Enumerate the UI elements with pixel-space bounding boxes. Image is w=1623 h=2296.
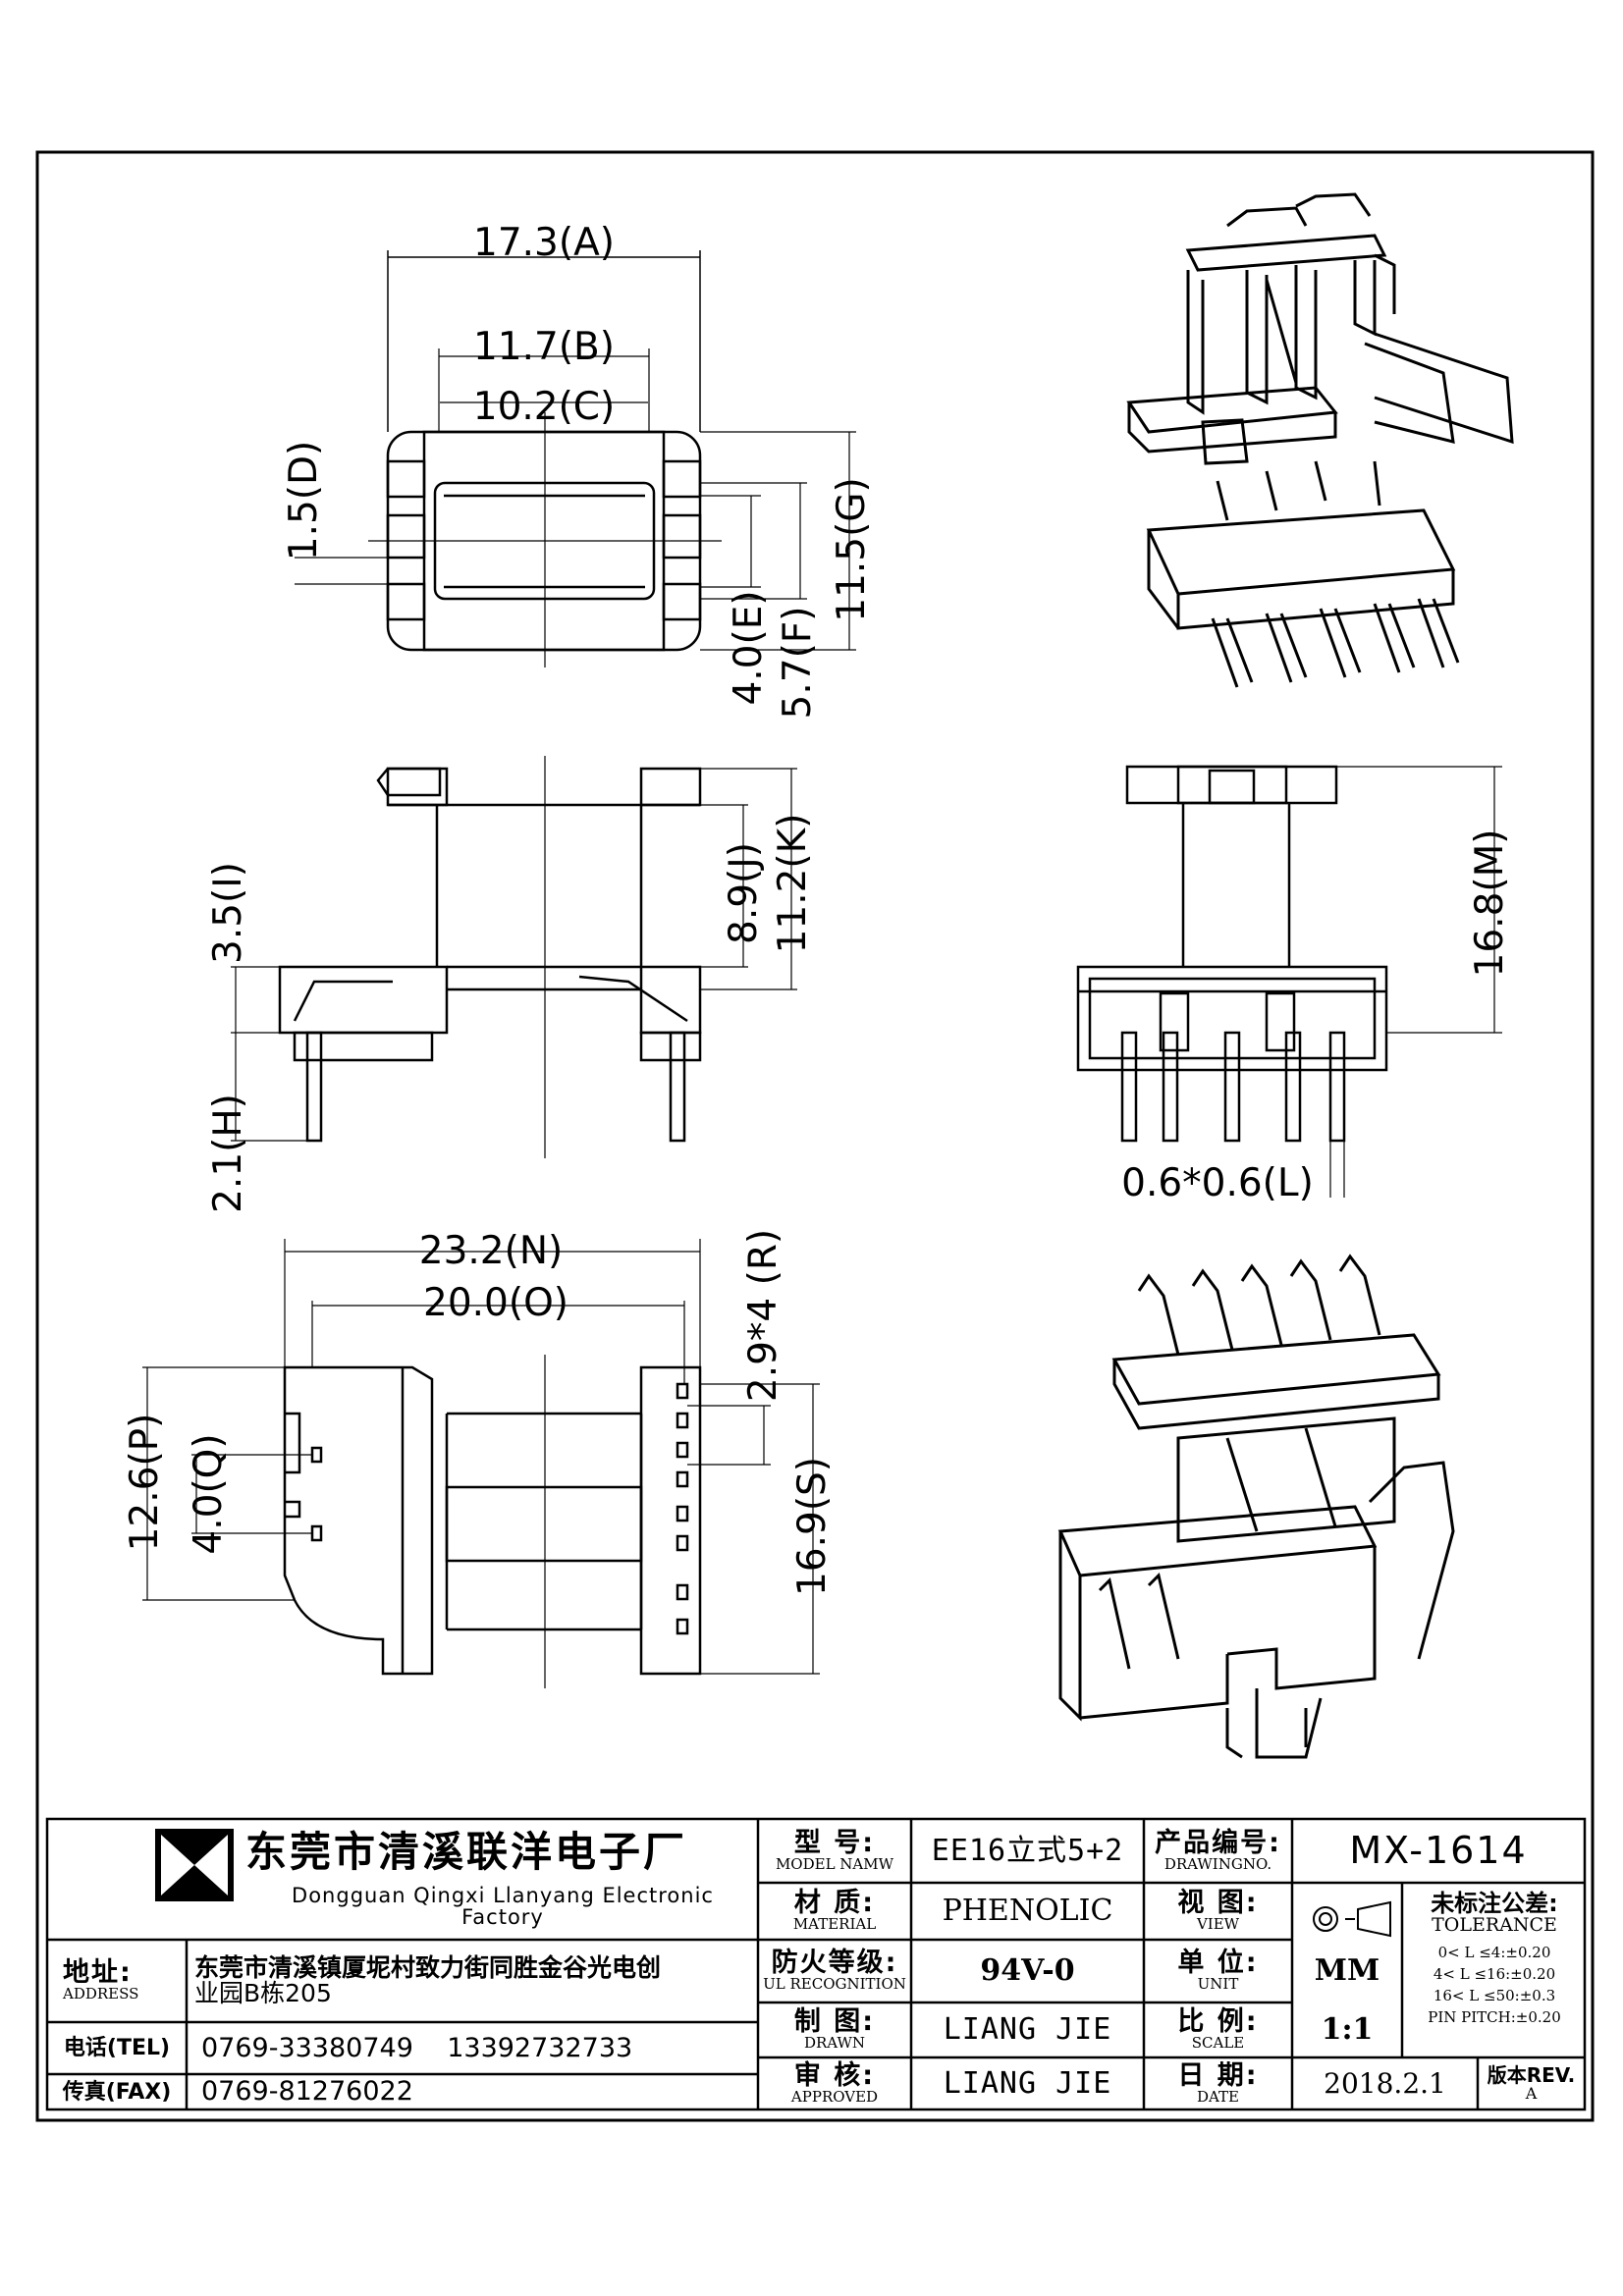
tel-label: 电话(TEL) — [63, 2036, 171, 2061]
iso-view-bottom — [1057, 1254, 1455, 1759]
top-view — [295, 250, 856, 667]
side-view — [1076, 765, 1502, 1198]
address-value: 东莞市清溪镇厦坭村致力街同胜金谷光电创 业园B栋205 — [194, 1944, 754, 2018]
dim-h: 2.1(H) — [206, 1094, 250, 1213]
material-label: 材 质: MATERIAL — [758, 1884, 911, 1939]
tolerance-row: PIN PITCH:±0.20 — [1428, 2008, 1561, 2027]
dim-r: 2.9*4 (R) — [741, 1229, 785, 1402]
fax-label: 传真(FAX) — [62, 2079, 172, 2105]
address-label-en: ADDRESS — [63, 1985, 139, 2003]
title-block-grid — [45, 1817, 1587, 2111]
fax-value: 0769-81276022 — [201, 2076, 413, 2108]
dim-s: 16.9(S) — [790, 1457, 835, 1596]
unit-label: 单 位: UNIT — [1144, 1941, 1292, 2002]
dim-k: 11.2(K) — [771, 814, 815, 954]
drawn-label: 制 图: DRAWN — [758, 2003, 911, 2056]
sheet-border — [35, 150, 1595, 2122]
company-name-cn: 东莞市清溪联洋电子厂 — [245, 1827, 688, 1876]
date-label-en: DATE — [1197, 2088, 1239, 2107]
model-label: 型 号: MODEL NAMW — [758, 1821, 911, 1882]
dim-f: 5.7(F) — [776, 607, 820, 720]
company-logo — [155, 1829, 234, 1901]
dim-b: 11.7(B) — [473, 325, 615, 369]
address-label: 地址: ADDRESS — [47, 1946, 187, 2016]
scale-label: 比 例: SCALE — [1144, 2003, 1292, 2056]
approved-label-en: APPROVED — [790, 2088, 879, 2107]
approved-label: 审 核: APPROVED — [758, 2058, 911, 2109]
dim-a: 17.3(A) — [473, 221, 615, 265]
view-label-en: VIEW — [1196, 1915, 1240, 1934]
dim-o: 20.0(O) — [423, 1281, 568, 1325]
dim-e: 4.0(E) — [727, 590, 771, 705]
company-name-en: Dongguan Qingxi Llanyang Electronic Fact… — [292, 1883, 714, 1929]
tolerance-title-cn: 未标注公差: — [1431, 1890, 1558, 1917]
fire-label-en: UL RECOGNITION — [763, 1975, 906, 1994]
drawingno-value: MX-1614 — [1349, 1829, 1528, 1873]
model-label-en: MODEL NAMW — [775, 1855, 894, 1874]
drawn-value: LIANG JIE — [943, 2012, 1112, 2048]
scale-label-en: SCALE — [1191, 2034, 1245, 2053]
dim-d: 1.5(D) — [282, 441, 326, 561]
fire-label-cn: 防火等级: — [771, 1947, 898, 1978]
dim-q: 4.0(Q) — [187, 1433, 231, 1554]
dim-g: 11.5(G) — [830, 477, 874, 622]
dim-l: 0.6*0.6(L) — [1121, 1161, 1314, 1205]
dim-c: 10.2(C) — [473, 385, 616, 429]
bottom-view — [142, 1239, 820, 1688]
front-view — [231, 756, 797, 1158]
scale-value: 1:1 — [1321, 2012, 1374, 2048]
tolerance-block: 未标注公差: TOLERANCE 0< L ≤4:±0.20 4< L ≤16:… — [1404, 1886, 1585, 2055]
unit-label-cn: 单 位: — [1177, 1947, 1259, 1978]
material-label-en: MATERIAL — [792, 1915, 877, 1934]
view-label-cn: 视 图: — [1177, 1887, 1259, 1918]
date-value: 2018.2.1 — [1324, 2067, 1446, 2101]
fire-label: 防火等级: UL RECOGNITION — [758, 1941, 911, 2002]
address-line2: 业园B栋205 — [194, 1979, 332, 2007]
drawingno-label: 产品编号: DRAWINGNO. — [1144, 1821, 1292, 1882]
tolerance-row: 4< L ≤16:±0.20 — [1433, 1965, 1556, 1984]
dim-p: 12.6(P) — [123, 1414, 167, 1552]
dim-j: 8.9(J) — [722, 842, 766, 944]
scale-label-cn: 比 例: — [1177, 2005, 1259, 2037]
unit-value: MM — [1314, 1953, 1380, 1989]
drawingno-label-cn: 产品编号: — [1155, 1827, 1281, 1858]
dim-i: 3.5(I) — [206, 862, 250, 964]
tolerance-row: 16< L ≤50:±0.3 — [1433, 1987, 1556, 2005]
drawingno-label-en: DRAWINGNO. — [1163, 1855, 1272, 1874]
address-line1: 东莞市清溪镇厦坭村致力街同胜金谷光电创 — [194, 1952, 662, 1982]
rev-value: A — [1525, 2084, 1538, 2104]
approved-label-cn: 审 核: — [793, 2059, 876, 2091]
model-label-cn: 型 号: — [793, 1827, 876, 1858]
rev-label: 版本REV. — [1487, 2063, 1576, 2088]
view-label: 视 图: VIEW — [1144, 1884, 1292, 1939]
model-value: EE16立式5+2 — [931, 1834, 1124, 1869]
dim-m: 16.8(M) — [1468, 829, 1512, 978]
drawn-label-en: DRAWN — [803, 2034, 866, 2053]
unit-label-en: UNIT — [1197, 1975, 1239, 1994]
fire-value: 94V-0 — [980, 1953, 1075, 1989]
tel-value: 0769-33380749 13392732733 — [201, 2032, 633, 2063]
approved-value: LIANG JIE — [943, 2066, 1112, 2102]
tolerance-title-en: TOLERANCE — [1432, 1914, 1557, 1937]
date-label: 日 期: DATE — [1144, 2058, 1292, 2109]
iso-view-top — [1126, 192, 1514, 688]
projection-symbol-icon — [1313, 1900, 1391, 1938]
dim-n: 23.2(N) — [419, 1229, 563, 1273]
drawn-label-cn: 制 图: — [793, 2005, 876, 2037]
address-label-cn: 地址: — [63, 1956, 133, 1988]
rev-box: 版本REV. A — [1478, 2058, 1585, 2109]
tolerance-row: 0< L ≤4:±0.20 — [1437, 1944, 1551, 1962]
date-label-cn: 日 期: — [1177, 2059, 1259, 2091]
material-value: PHENOLIC — [942, 1894, 1113, 1929]
material-label-cn: 材 质: — [793, 1887, 876, 1918]
